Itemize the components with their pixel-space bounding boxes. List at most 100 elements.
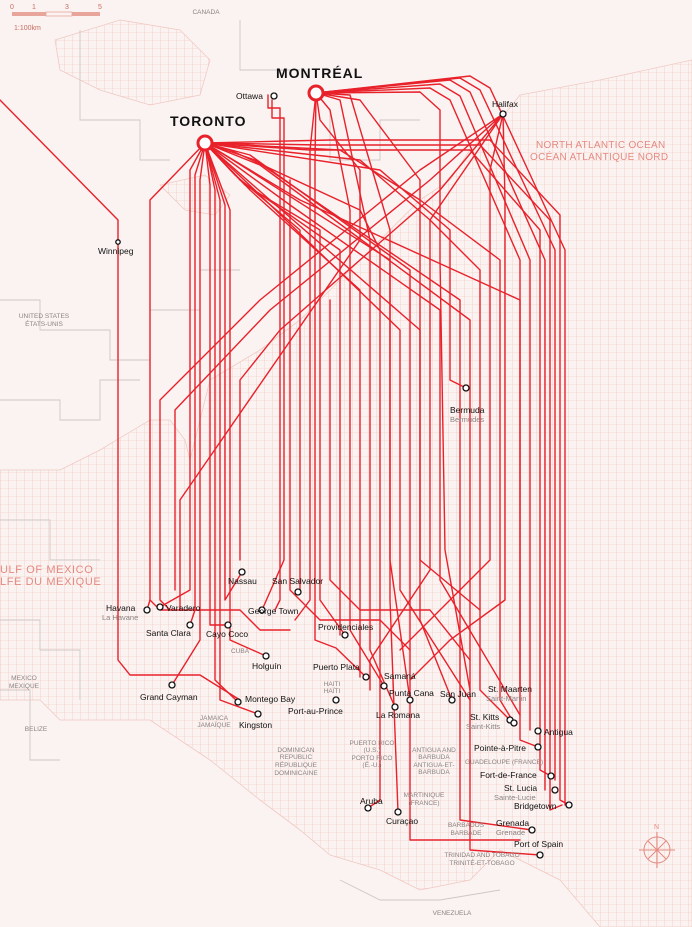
label-nassau: Nassau — [228, 576, 257, 586]
scale-tick-5: 5 — [98, 4, 102, 11]
label-laromana: La Romana — [376, 710, 420, 720]
region-venezuela: VENEZUELA — [433, 910, 472, 917]
station-laromana[interactable] — [391, 703, 399, 711]
station-georgetown[interactable] — [258, 606, 266, 614]
label-fortdefrance: Fort-de-France — [480, 770, 537, 780]
scale-bar: 0 1 3 5 1:100km — [10, 4, 102, 32]
label-portofspain: Port of Spain — [514, 839, 563, 849]
station-curacao[interactable] — [394, 808, 402, 816]
route-toronto-havana — [146, 142, 206, 611]
station-stlucia[interactable] — [551, 786, 559, 794]
region-barbados-1: BARBADOS — [448, 822, 485, 829]
label-havana-fr: La Havane — [102, 613, 138, 622]
station-sanjuan[interactable] — [448, 696, 456, 704]
station-havana[interactable] — [143, 606, 151, 614]
label-pointeapitre: Pointe-à-Pitre — [474, 743, 526, 753]
label-aruba: Aruba — [360, 796, 383, 806]
label-sanjuan: San Juan — [440, 689, 476, 699]
region-us-1: UNITED STATES — [19, 313, 70, 320]
label-puntacana: Punta Cana — [389, 688, 434, 698]
station-samana[interactable] — [380, 682, 388, 690]
region-puertorico-3: PORTO RICO — [352, 755, 393, 762]
region-antigua-3: ANTIGUA-ET- — [413, 762, 454, 769]
region-belize: BELIZE — [25, 726, 48, 733]
water-labels: NORTH ATLANTIC OCEAN OCÉAN ATLANTIQUE NO… — [0, 140, 668, 588]
region-puertorico-4: (É.-U.) — [362, 760, 381, 769]
region-martinique-1: MARTINIQUE — [404, 792, 445, 799]
station-labels: Ottawa Halifax Winnipeg Bermuda Bermudes… — [98, 91, 573, 849]
region-haiti-1: HAITI — [324, 681, 341, 688]
station-aruba[interactable] — [364, 804, 372, 812]
region-puertorico-2: (U.S.) — [364, 747, 381, 754]
scale-label: 1:100km — [14, 25, 41, 32]
label-grenada: Grenada — [496, 818, 529, 828]
water-atlantic-en: NORTH ATLANTIC OCEAN — [536, 140, 666, 151]
label-cayococo: Cayo Coco — [206, 629, 248, 639]
station-ottawa[interactable] — [270, 92, 278, 100]
label-bermuda: Bermuda — [450, 405, 485, 415]
station-grenada[interactable] — [528, 826, 536, 834]
station-kingston[interactable] — [254, 710, 262, 718]
routes — [0, 75, 570, 856]
region-martinique-2: (FRANCE) — [408, 800, 439, 807]
label-grandcayman: Grand Cayman — [140, 692, 198, 702]
label-georgetown: George Town — [248, 606, 299, 616]
hub-label-toronto: TORONTO — [170, 113, 247, 129]
label-bridgetown: Bridgetown — [514, 801, 557, 811]
station-nassau[interactable] — [238, 568, 246, 576]
station-winnipeg[interactable] — [115, 239, 121, 245]
station-santaclara[interactable] — [186, 621, 194, 629]
station-providenciales[interactable] — [341, 631, 349, 639]
label-varadero: Varadero — [166, 603, 201, 613]
label-portauprince: Port-au-Prince — [288, 706, 343, 716]
region-antigua-2: BARBUDA — [418, 754, 450, 761]
station-bermuda[interactable] — [462, 384, 470, 392]
water-gulf-en: ULF OF MEXICO — [0, 564, 93, 576]
region-cuba: CUBA — [231, 648, 250, 655]
compass-north: N — [654, 824, 659, 831]
station-fortdefrance[interactable] — [547, 772, 555, 780]
label-stkitts-fr: Saint-Kitts — [466, 722, 500, 731]
station-bridgetown[interactable] — [565, 801, 573, 809]
region-us-2: ÉTATS-UNIS — [25, 319, 63, 328]
station-grandcayman[interactable] — [168, 681, 176, 689]
label-ottawa: Ottawa — [236, 91, 263, 101]
station-sansalvador[interactable] — [294, 588, 302, 596]
hub-montreal[interactable] — [307, 84, 325, 102]
station-stkitts[interactable] — [510, 719, 518, 727]
region-dominican-2: REPUBLIC — [280, 754, 313, 761]
station-holguin[interactable] — [262, 652, 270, 660]
hub-toronto[interactable] — [196, 134, 214, 152]
label-stmaarten: St. Maarten — [488, 684, 532, 694]
station-puntacana[interactable] — [406, 696, 414, 704]
hub-label-montreal: MONTRÉAL — [276, 65, 363, 81]
region-puertorico-1: PUERTO RICO — [350, 740, 395, 747]
station-portauprince[interactable] — [332, 696, 340, 704]
station-antigua[interactable] — [534, 727, 542, 735]
borders — [0, 20, 501, 901]
label-stmaarten-fr: Saint-Martin — [486, 694, 526, 703]
region-dominican-3: RÉPUBLIQUE — [275, 760, 318, 769]
station-halifax[interactable] — [499, 110, 507, 118]
label-antigua: Antigua — [544, 727, 573, 737]
station-varadero[interactable] — [156, 603, 164, 611]
label-samana: Samaná — [384, 671, 416, 681]
label-havana: Havana — [106, 603, 136, 613]
scale-tick-1: 1 — [32, 4, 36, 11]
region-trinidad-2: TRINITÉ-ET-TOBAGO — [449, 858, 514, 867]
scale-tick-3: 3 — [65, 4, 69, 11]
region-trinidad-1: TRINIDAD AND TOBAGO — [444, 852, 519, 859]
region-jamaica-2: JAMAÏQUE — [197, 721, 231, 729]
label-kingston: Kingston — [239, 720, 272, 730]
label-stlucia: St. Lucia — [504, 783, 537, 793]
stations — [115, 92, 573, 859]
station-pointeapitre[interactable] — [534, 743, 542, 751]
station-portofspain[interactable] — [536, 851, 544, 859]
label-stkitts: St. Kitts — [470, 712, 499, 722]
station-puertoplata[interactable] — [362, 673, 370, 681]
station-cayococo[interactable] — [224, 621, 232, 629]
region-antigua-4: BARBUDA — [418, 769, 450, 776]
station-montegobay[interactable] — [234, 698, 242, 706]
region-jamaica-1: JAMAICA — [200, 715, 229, 722]
